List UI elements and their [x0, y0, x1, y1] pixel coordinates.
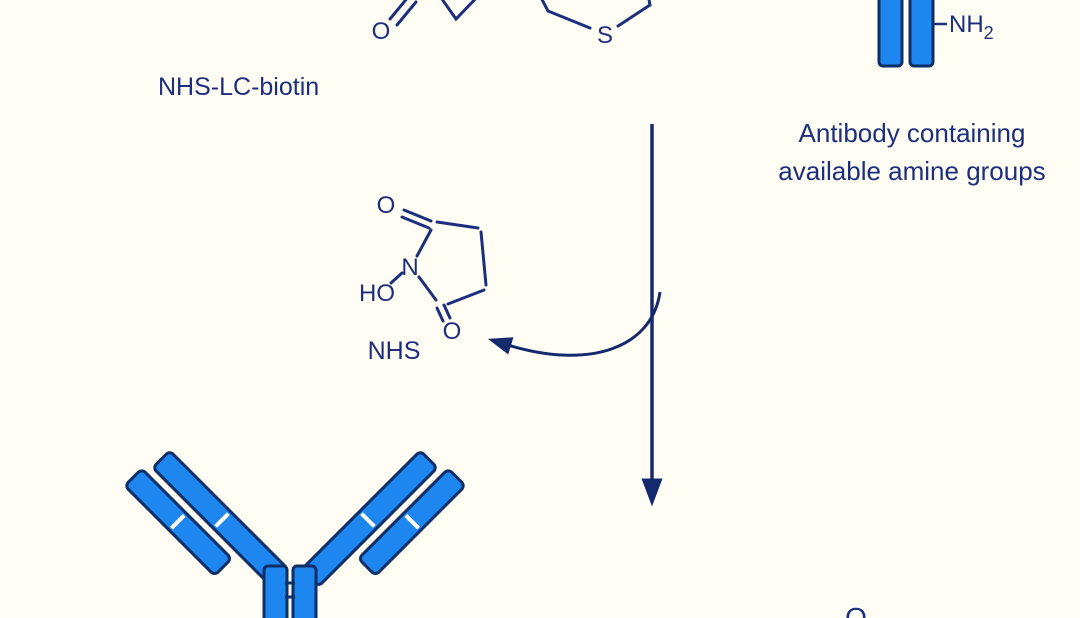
nhs-bottom-oxygen: O	[443, 318, 462, 345]
antibody-stem-bar	[262, 564, 289, 618]
bond-line	[415, 228, 433, 258]
bond-line	[616, 3, 652, 28]
antibody-left-light-chain	[125, 469, 231, 575]
domain-notch	[214, 512, 230, 528]
bond-line	[389, 271, 404, 285]
antibody-caption-line1: Antibody containing	[799, 118, 1026, 148]
domain-notch	[360, 512, 376, 528]
biotin-sulfur: S	[597, 22, 613, 49]
domain-notch	[404, 514, 420, 530]
amine-group-label: NH2	[949, 11, 994, 43]
antibody-amine-fragment: NH2	[877, 0, 994, 68]
nhs-leaving-arrow	[487, 291, 662, 357]
double-bond-line	[442, 303, 452, 320]
double-bond-line	[400, 215, 431, 230]
bond-line	[546, 9, 592, 30]
bond-line	[395, 0, 418, 27]
bond-line	[446, 288, 486, 306]
domain-notch	[170, 514, 186, 530]
product-partial-oxygen: O	[845, 602, 867, 618]
nhs-label: NHS	[368, 337, 421, 365]
bond-line	[388, 0, 408, 21]
nhs-nitrogen: N	[401, 254, 418, 281]
bond-line	[647, 0, 652, 7]
antibody-caption-line2: available amine groups	[778, 156, 1045, 186]
nhs-top-oxygen: O	[377, 192, 396, 219]
bond-line	[540, 0, 550, 13]
antibody-stem-bar	[291, 564, 318, 618]
bond-line	[479, 230, 488, 287]
biotinylated-antibody	[125, 451, 465, 618]
nhs-structure	[389, 208, 488, 323]
bond-line	[435, 220, 480, 230]
nhs-lc-biotin-label: NHS-LC-biotin	[158, 73, 319, 101]
nhs-hydroxyl: HO	[359, 280, 395, 307]
antibody-right-light-chain	[359, 469, 465, 575]
biotin-carbonyl-oxygen: O	[372, 18, 391, 45]
antibody-chain-bar	[908, 0, 935, 68]
double-bond-line	[435, 306, 445, 323]
antibody-chain-bar	[877, 0, 904, 68]
nhs-lc-biotin-structure	[388, 0, 652, 30]
bond-line	[417, 275, 438, 302]
bond-line	[440, 0, 477, 22]
double-bond-line	[402, 208, 433, 223]
